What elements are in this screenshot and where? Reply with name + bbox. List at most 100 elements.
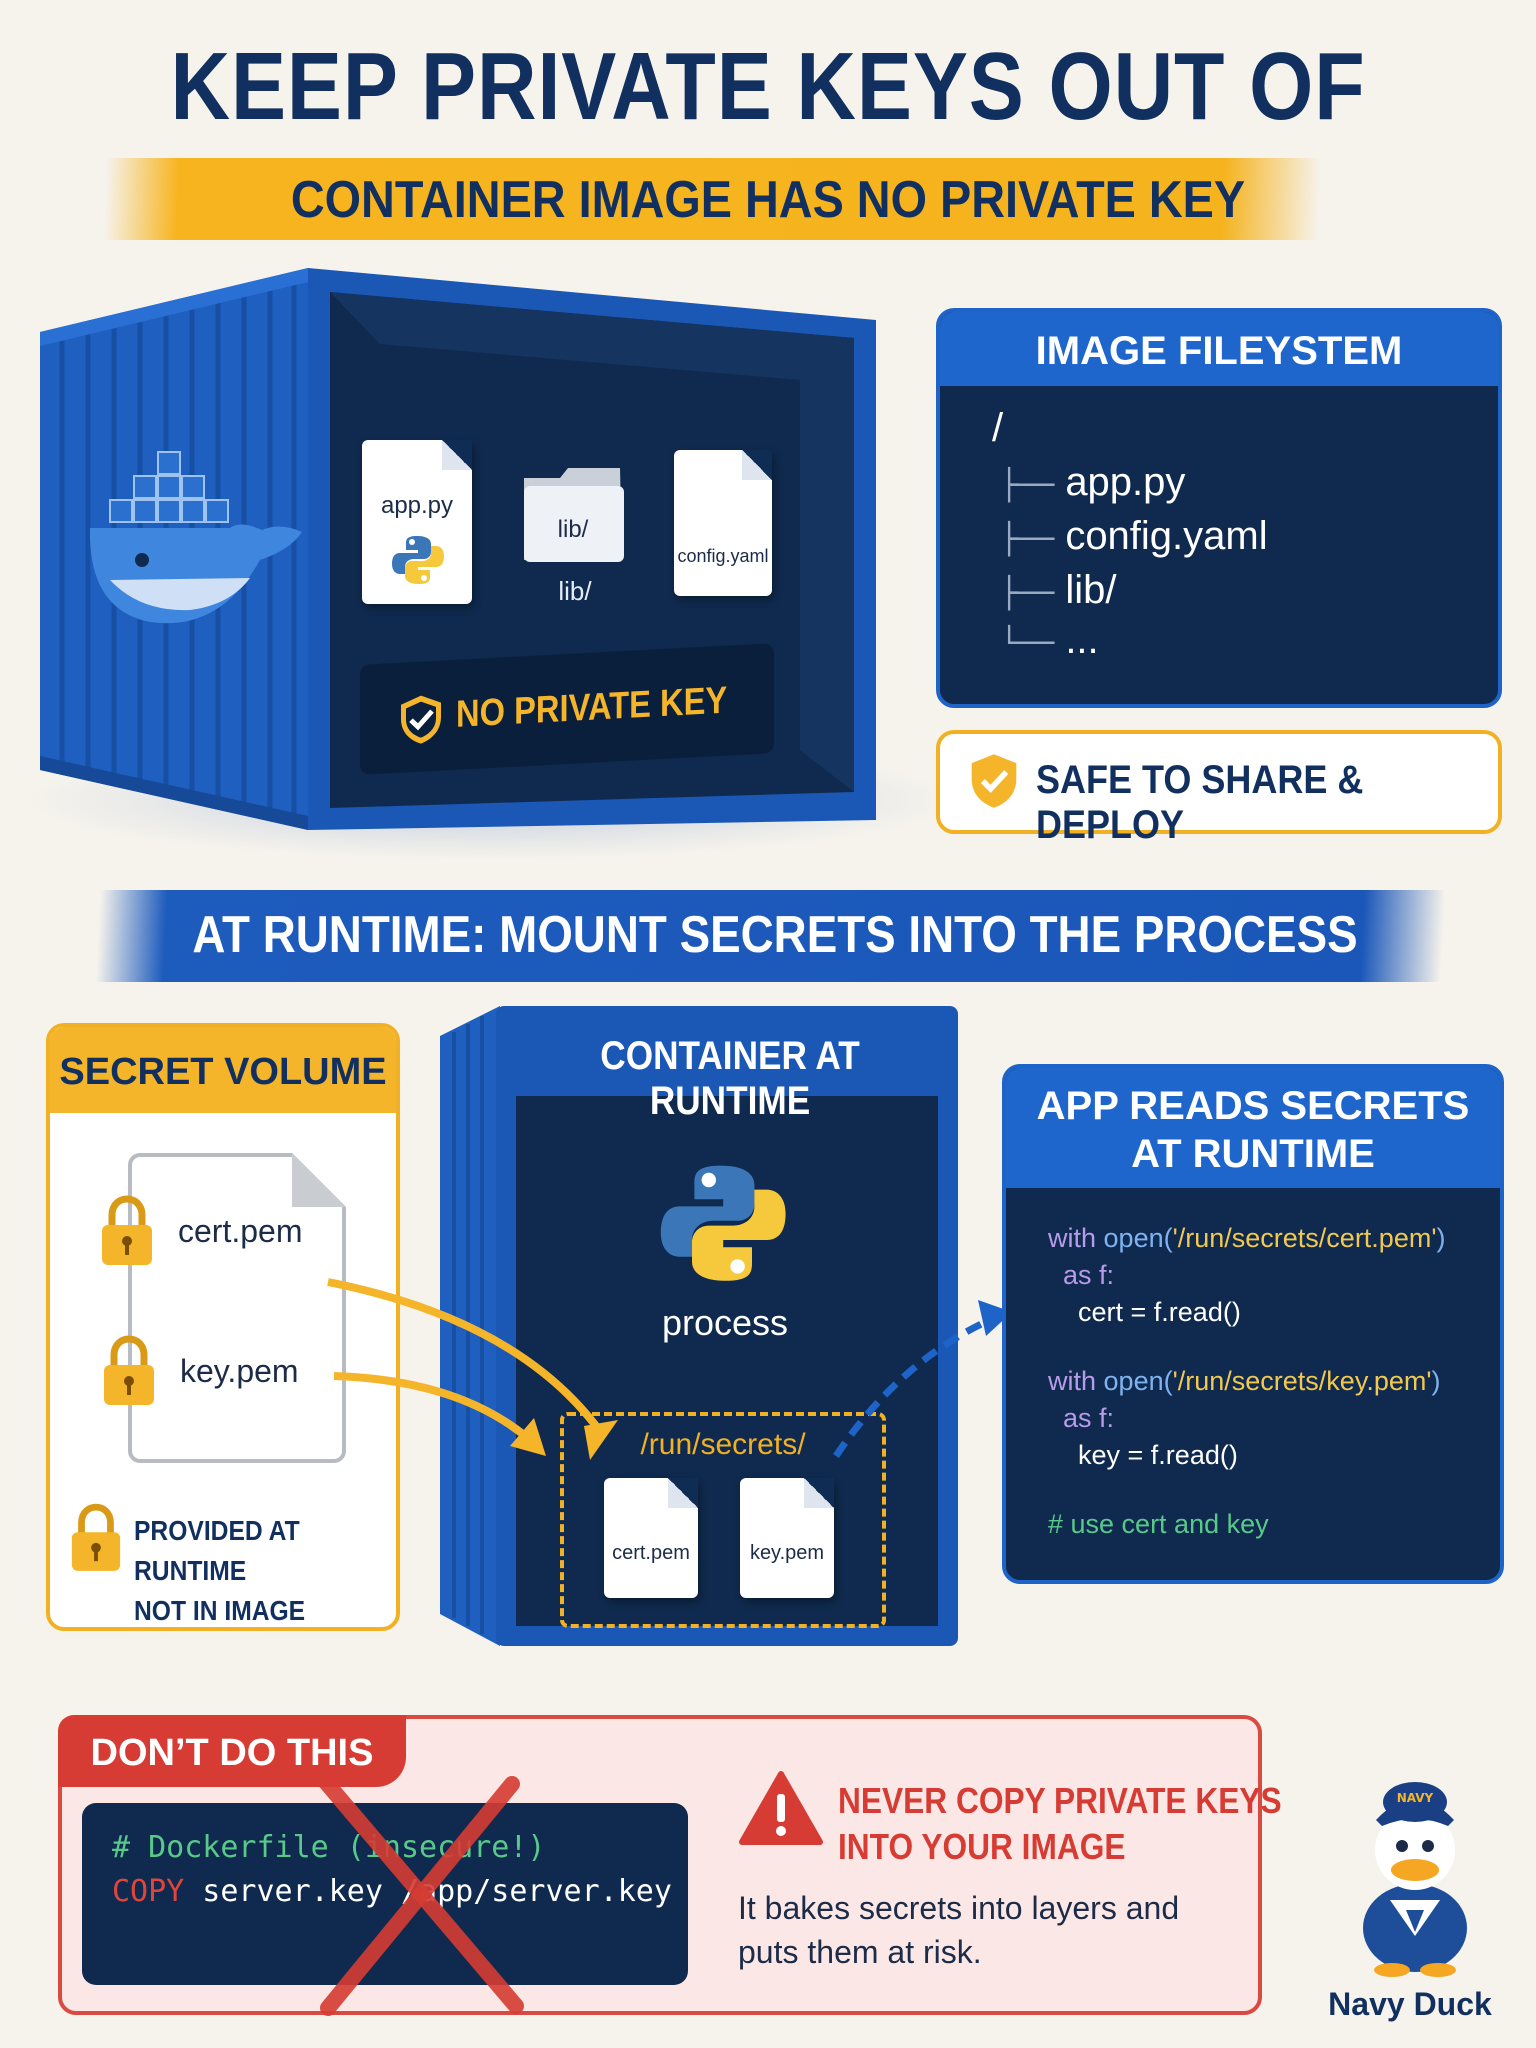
- fs-root: /: [992, 406, 1004, 450]
- padlock-icon: [71, 1503, 121, 1571]
- mounted-file-cert: cert.pem: [604, 1478, 698, 1598]
- warning-body: It bakes secrets into layers and puts th…: [738, 1886, 1179, 1974]
- warning-line-2: INTO YOUR IMAGE: [838, 1826, 1126, 1867]
- runtime-banner-text: AT RUNTIME: MOUNT SECRETS INTO THE PROCE…: [192, 906, 1358, 964]
- code-rest: ): [1436, 1223, 1446, 1253]
- duck-hat-text: NAVY: [1397, 1791, 1434, 1805]
- mounted-file-cert-label: cert.pem: [612, 1542, 690, 1564]
- filesystem-header: IMAGE FILEYSTEM: [940, 312, 1498, 386]
- warning-line-1: NEVER COPY PRIVATE KEYS: [838, 1780, 1282, 1821]
- fs-entry: ├── config.yaml: [1000, 514, 1268, 559]
- code-line: as f:: [1048, 1257, 1446, 1294]
- app-header-line-1: APP READS SECRETS: [1036, 1084, 1470, 1128]
- secret-volume-note: PROVIDED AT RUNTIME NOT IN IMAGE: [134, 1511, 365, 1627]
- fs-tree-branch: └──: [1000, 626, 1055, 661]
- fs-entry: ├── app.py: [1000, 460, 1185, 505]
- app-reads-panel: APP READS SECRETS AT RUNTIME with open('…: [1002, 1064, 1504, 1584]
- code-line: with open('/run/secrets/key.pem'): [1048, 1363, 1446, 1400]
- app-header-line-2: AT RUNTIME: [1131, 1132, 1375, 1176]
- docker-whale-icon: [89, 451, 302, 624]
- warning-triangle-icon: [739, 1771, 823, 1845]
- code-string: '/run/secrets/key.pem': [1172, 1366, 1432, 1396]
- folder-lib-caption: lib/: [558, 576, 592, 606]
- dockerfile-line: COPY server.key /app/server.key: [112, 1870, 672, 1914]
- code-rest: ): [1431, 1366, 1441, 1396]
- code-indent: [1048, 1260, 1063, 1290]
- arrow-key-to-mount: [333, 1372, 533, 1444]
- code-statement: cert = f.read(): [1078, 1297, 1241, 1327]
- code-indent: [1048, 1440, 1078, 1470]
- fs-entry-name: ...: [1065, 618, 1099, 662]
- mounted-file-key: key.pem: [740, 1478, 834, 1598]
- secret-volume-document: [128, 1153, 346, 1463]
- fs-entry-name: lib/: [1065, 568, 1117, 612]
- safe-to-share-box: SAFE TO SHARE & DEPLOY: [936, 730, 1502, 847]
- arrow-head: [510, 1418, 546, 1456]
- code-keyword: with: [1048, 1223, 1104, 1253]
- code-keyword: with: [1048, 1366, 1104, 1396]
- code-keyword: as f:: [1063, 1260, 1115, 1290]
- subtitle-text: CONTAINER IMAGE HAS NO PRIVATE KEY: [290, 171, 1246, 229]
- code-function: open(: [1103, 1366, 1173, 1396]
- navy-duck-mascot: NAVY: [1363, 1782, 1467, 1977]
- warning-title: NEVER COPY PRIVATE KEYS INTO YOUR IMAGE: [838, 1778, 1282, 1870]
- padlock-icon: [102, 1195, 152, 1265]
- no-private-key-badge: NO PRIVATE KEY: [360, 643, 774, 775]
- file-config-yaml-label: config.yaml: [677, 546, 769, 566]
- file-app-py-label: app.py: [380, 492, 454, 519]
- code-keyword: as f:: [1063, 1403, 1115, 1433]
- fs-tree-branch: ├──: [1000, 522, 1055, 557]
- code-line: key = f.read(): [1048, 1437, 1446, 1474]
- fs-entry-name: config.yaml: [1065, 514, 1268, 558]
- code-comment: # use cert and key: [1048, 1509, 1269, 1539]
- warning-body-line-2: puts them at risk.: [738, 1934, 982, 1970]
- code-line: cert = f.read(): [1048, 1294, 1446, 1331]
- note-line-2: NOT IN IMAGE: [134, 1595, 306, 1626]
- safe-to-share-text: SAFE TO SHARE & DEPLOY: [1036, 758, 1364, 847]
- arrow-cert-to-mount: [327, 1278, 606, 1437]
- python-icon: [660, 1165, 786, 1281]
- code-indent: [1048, 1297, 1078, 1327]
- note-line-1: PROVIDED AT RUNTIME: [134, 1515, 300, 1586]
- code-line: as f:: [1048, 1400, 1446, 1437]
- mounted-file-key-label: key.pem: [749, 1542, 825, 1564]
- code-line: with open('/run/secrets/cert.pem'): [1048, 1220, 1446, 1257]
- fs-entry: ├── lib/: [1000, 568, 1116, 613]
- fs-tree-branch: ├──: [1000, 468, 1055, 503]
- dockerfile-copy-keyword: COPY: [112, 1874, 185, 1909]
- insecure-dockerfile-block: [82, 1803, 688, 1985]
- folder-icon: [524, 468, 624, 562]
- mascot-name: Navy Duck: [1328, 1986, 1492, 2022]
- image-filesystem-panel: IMAGE FILEYSTEM / ├── app.py ├── config.…: [936, 308, 1502, 708]
- code-line: # use cert and key: [1048, 1506, 1446, 1543]
- fs-entry-name: app.py: [1065, 460, 1186, 504]
- secret-file-key: key.pem: [180, 1353, 299, 1389]
- file-config-yaml: config.yaml: [674, 450, 772, 596]
- secret-volume-header: SECRET VOLUME: [50, 1027, 396, 1113]
- shield-check-icon: [971, 754, 1017, 808]
- secrets-mount-box: [560, 1412, 886, 1628]
- app-reads-header: APP READS SECRETS AT RUNTIME: [1006, 1068, 1500, 1188]
- shield-check-icon: [401, 695, 441, 744]
- runtime-container-title: CONTAINER AT RUNTIME: [600, 1034, 860, 1123]
- dockerfile-copy-args: server.key /app/server.key: [202, 1874, 672, 1909]
- code-indent: [1048, 1403, 1063, 1433]
- red-x-icon: [316, 1772, 524, 2016]
- secrets-mount-path: /run/secrets/: [640, 1428, 806, 1461]
- code-function: open(: [1103, 1223, 1173, 1253]
- secret-volume-panel: SECRET VOLUME cert.pem key.pem PROVIDED …: [46, 1023, 400, 1631]
- folder-lib-label: lib/: [557, 516, 589, 543]
- dont-do-this-tab: DON’T DO THIS: [58, 1715, 406, 1787]
- code-statement: key = f.read(): [1078, 1440, 1238, 1470]
- process-label: process: [661, 1302, 789, 1343]
- code-string: '/run/secrets/cert.pem': [1172, 1223, 1437, 1253]
- warning-body-line-1: It bakes secrets into layers and: [738, 1890, 1180, 1926]
- arrow-mount-to-app: [833, 1314, 996, 1458]
- app-code-block: with open('/run/secrets/cert.pem') as f:…: [1048, 1220, 1446, 1543]
- file-app-py: app.py: [362, 440, 472, 604]
- python-icon: [392, 536, 444, 584]
- folder-lib: lib/: [520, 460, 626, 566]
- fs-tree-branch: ├──: [1000, 576, 1055, 611]
- arrow-head: [584, 1420, 618, 1460]
